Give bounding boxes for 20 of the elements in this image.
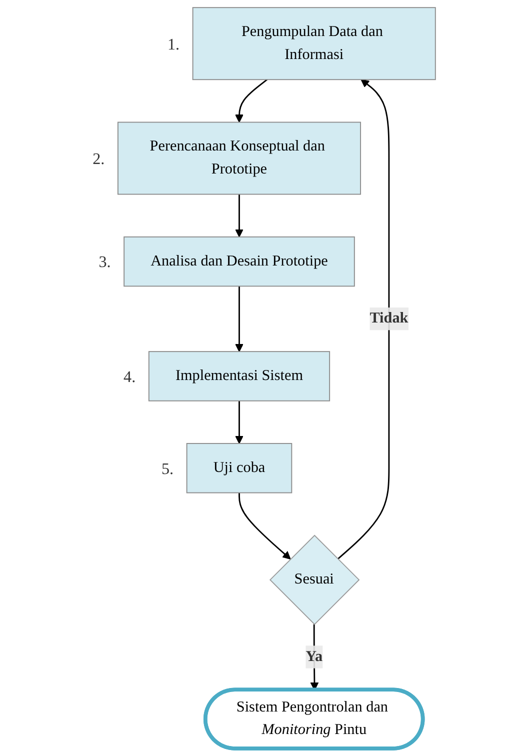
arrow <box>235 79 268 123</box>
step-number: 1. <box>167 36 180 54</box>
step-number: 2. <box>92 150 105 168</box>
arrow <box>238 492 291 560</box>
step-number: 5. <box>161 460 174 478</box>
step-number: 4. <box>124 368 136 386</box>
process-box: Pengumpulan Data dan Informasi <box>192 7 436 80</box>
decision-diamond: Sesuai <box>269 534 360 625</box>
process-box: Implementasi Sistem <box>148 351 330 402</box>
edge-label: Tidak <box>370 310 408 326</box>
edge-label: Ya <box>306 648 323 665</box>
terminal-ellipse: Sistem Pengontrolan dan Monitoring Pintu <box>203 688 425 750</box>
arrow <box>337 79 390 560</box>
arrow <box>235 194 244 238</box>
step-number: 3. <box>98 254 111 272</box>
process-box: Perencanaan Konseptual dan Prototipe <box>117 122 362 195</box>
process-box: Uji coba <box>186 443 292 494</box>
arrow <box>235 400 244 444</box>
arrow <box>235 286 244 352</box>
process-box: Analisa dan Desain Prototipe <box>124 236 355 287</box>
